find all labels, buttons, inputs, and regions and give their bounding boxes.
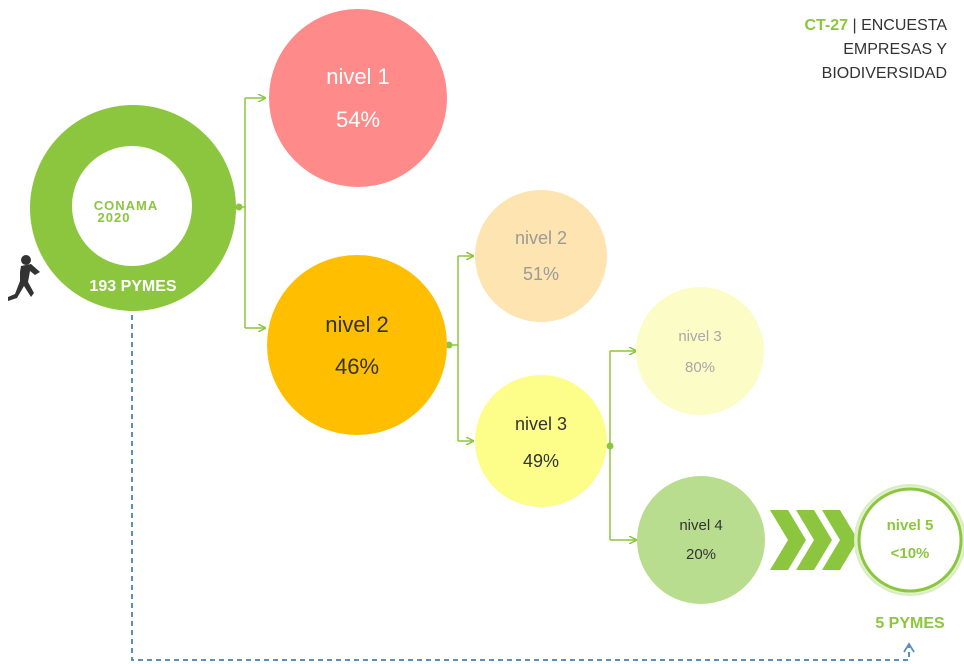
node-value: 51% bbox=[523, 264, 559, 284]
node-value: 20% bbox=[686, 546, 716, 563]
node-nivel4-20: nivel 4 20% bbox=[637, 476, 765, 604]
node-nivel3-49: nivel 3 49% bbox=[475, 375, 607, 507]
node-value: 80% bbox=[685, 359, 715, 376]
root-label: 193 PYMES bbox=[89, 278, 176, 295]
node-nivel1-54: nivel 1 54% bbox=[269, 9, 447, 187]
node-nivel5: nivel 5 <10% bbox=[854, 484, 964, 596]
chevron-right-icon bbox=[770, 510, 858, 570]
final-pymes-label: 5 PYMES bbox=[875, 615, 945, 632]
header-line3: BIODIVERSIDAD bbox=[821, 65, 947, 82]
header-line2: EMPRESAS Y bbox=[843, 41, 947, 58]
node-nivel2-51: nivel 2 51% bbox=[475, 190, 607, 322]
connector-nivel3 bbox=[606, 351, 637, 540]
node-label: nivel 2 bbox=[515, 228, 567, 248]
survey-code: CT-27 bbox=[804, 17, 849, 34]
header-separator: | bbox=[848, 17, 862, 34]
conama-logo-line2: 2020 bbox=[98, 210, 131, 225]
node-label: nivel 4 bbox=[679, 517, 722, 534]
node-nivel2-46: nivel 2 46% bbox=[267, 255, 447, 435]
node-label: nivel 2 bbox=[325, 312, 389, 337]
node-value: 49% bbox=[523, 451, 559, 471]
connector-root bbox=[235, 98, 266, 328]
node-value: <10% bbox=[891, 545, 930, 562]
node-label: nivel 3 bbox=[678, 328, 721, 345]
survey-header: CT-27 | ENCUESTA EMPRESAS Y BIODIVERSIDA… bbox=[717, 14, 947, 86]
conama-logo-line1: CONAMA bbox=[94, 198, 159, 213]
person-pushing-icon bbox=[8, 255, 40, 301]
node-nivel3-80: nivel 3 80% bbox=[636, 287, 764, 415]
node-label: nivel 1 bbox=[326, 64, 390, 89]
connector-nivel2 bbox=[445, 256, 474, 441]
node-label: nivel 5 bbox=[887, 517, 934, 534]
node-value: 54% bbox=[336, 107, 380, 132]
header-line1: ENCUESTA bbox=[861, 17, 947, 34]
node-label: nivel 3 bbox=[515, 414, 567, 434]
node-value: 46% bbox=[335, 354, 379, 379]
root-node: CONAMA 2020 193 PYMES bbox=[30, 105, 236, 311]
